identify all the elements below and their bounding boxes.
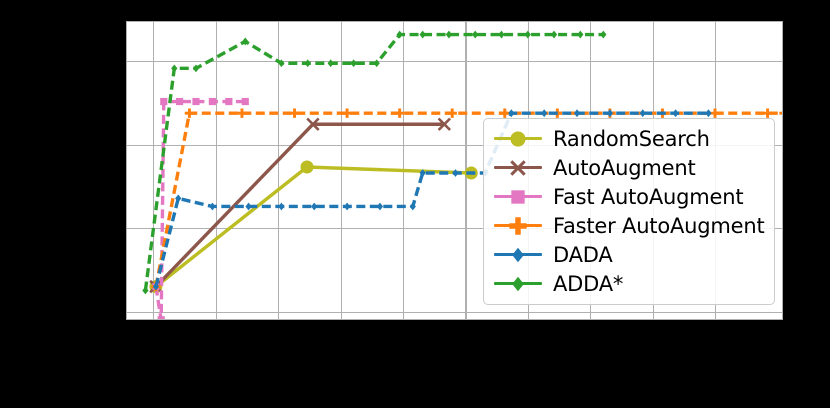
legend-marker-diamond-icon <box>492 244 544 266</box>
data-point <box>306 117 320 131</box>
data-point <box>705 109 712 118</box>
data-point <box>342 108 352 118</box>
legend-marker-glyph <box>510 159 526 176</box>
data-point <box>289 108 300 118</box>
data-point <box>225 97 233 106</box>
data-point <box>304 59 311 68</box>
data-point <box>242 37 249 46</box>
data-point <box>208 97 216 106</box>
data-point <box>376 202 384 211</box>
legend-marker-glyph <box>509 216 527 235</box>
data-point <box>396 30 403 39</box>
data-point <box>447 108 457 118</box>
legend-item-randomsearch[interactable]: RandomSearch <box>492 124 766 153</box>
data-point <box>762 108 773 118</box>
data-point <box>142 286 149 295</box>
data-point <box>175 194 182 203</box>
data-point <box>550 30 558 39</box>
data-point <box>327 59 334 68</box>
data-point <box>311 202 318 211</box>
legend-item-adda[interactable]: ADDA* <box>492 269 766 298</box>
data-point <box>278 59 285 68</box>
data-point <box>278 202 285 211</box>
gridline-vertical-0 <box>153 22 155 319</box>
data-point <box>600 30 607 39</box>
data-point <box>541 109 548 118</box>
data-point <box>184 108 195 118</box>
legend-marker-glyph <box>512 247 524 262</box>
data-point <box>500 108 510 118</box>
data-point <box>160 97 168 106</box>
series-line <box>154 165 472 288</box>
data-point <box>245 202 252 211</box>
legend-item-label: Faster AutoAugment <box>553 213 765 238</box>
legend-item-label: AutoAugment <box>553 155 696 180</box>
data-point <box>779 111 782 115</box>
data-point <box>508 109 515 118</box>
gridline-horizontal-1 <box>127 144 782 146</box>
legend-marker-glyph <box>510 130 526 147</box>
legend-item-autoaugment[interactable]: AutoAugment <box>492 153 766 182</box>
data-point <box>445 30 453 39</box>
legend-item-faster-autoaugment[interactable]: Faster AutoAugment <box>492 211 766 240</box>
legend-marker-diamond-icon <box>492 273 544 295</box>
data-point <box>419 169 426 177</box>
series-randomsearch <box>149 160 478 294</box>
data-point <box>192 97 200 106</box>
legend-item-fast-autoaugment[interactable]: Fast AutoAugment <box>492 182 766 211</box>
data-point <box>241 97 249 106</box>
data-point <box>237 108 247 118</box>
legend-item-label: RandomSearch <box>553 126 710 151</box>
data-point <box>373 59 380 68</box>
gridline-vertical-1 <box>215 22 217 319</box>
data-point <box>672 109 679 118</box>
gridline-horizontal-2 <box>127 228 782 230</box>
data-point <box>710 108 720 118</box>
legend-marker-x-icon <box>492 157 544 179</box>
legend-item-label: DADA <box>553 242 613 267</box>
data-point <box>409 202 416 211</box>
legend-item-dada[interactable]: DADA <box>492 240 766 269</box>
data-point <box>498 30 505 39</box>
data-point <box>577 30 584 39</box>
gridline-horizontal-0 <box>127 60 782 63</box>
legend-marker-plus-icon <box>492 215 544 237</box>
legend-marker-glyph <box>512 276 524 291</box>
series-line <box>143 32 604 291</box>
data-point <box>573 109 581 118</box>
data-point <box>419 30 426 39</box>
series-line <box>154 99 246 319</box>
data-point <box>452 169 459 177</box>
series-fast-autoaugment <box>152 97 249 319</box>
legend-item-label: Fast AutoAugment <box>553 184 744 209</box>
data-point <box>350 59 357 68</box>
data-point <box>192 64 200 73</box>
legend-marker-square-icon <box>492 186 544 208</box>
data-point <box>394 108 405 118</box>
series-layer <box>142 30 782 319</box>
data-point <box>524 30 531 39</box>
gridline-vertical-3 <box>340 22 342 319</box>
legend-marker-circle-icon <box>492 128 544 150</box>
legend-marker-glyph <box>511 189 525 204</box>
legend-item-label: ADDA* <box>553 271 624 296</box>
data-point <box>175 97 184 106</box>
data-point <box>472 30 479 39</box>
data-point <box>343 202 351 211</box>
data-point <box>171 64 178 73</box>
data-point <box>437 117 452 131</box>
data-point <box>157 316 165 319</box>
data-point <box>300 160 314 174</box>
gridline-horizontal-3 <box>127 312 782 314</box>
gridline-vertical-2 <box>278 22 280 319</box>
data-point <box>606 109 614 118</box>
data-point <box>639 109 646 118</box>
data-point <box>209 202 216 211</box>
